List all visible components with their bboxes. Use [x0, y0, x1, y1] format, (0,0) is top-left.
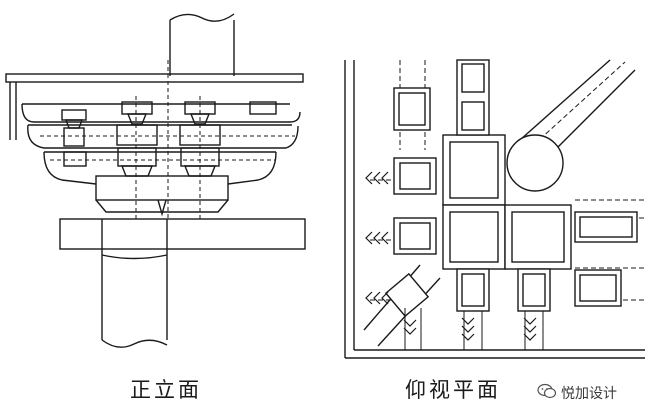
- right-brackets: [574, 211, 638, 307]
- central-blocks: [442, 134, 572, 270]
- column-circle: [506, 134, 564, 192]
- watermark-text: 悦加设计: [561, 386, 617, 402]
- left-brackets: [393, 87, 437, 255]
- top-bracket: [456, 59, 490, 136]
- bottom-brackets: [384, 268, 551, 318]
- elevation-caption: 正立面: [130, 378, 202, 402]
- plan-connectors: [404, 308, 544, 350]
- plan-frame: [344, 60, 645, 359]
- bracket-set: [21, 101, 301, 217]
- lower-column: [101, 249, 168, 348]
- plan-caption: 仰视平面: [405, 378, 501, 402]
- elevation-drawing: [5, 13, 306, 348]
- center-axes: [40, 60, 295, 220]
- upper-column: [169, 13, 235, 76]
- plan-drawing: [344, 59, 645, 359]
- watermark: 悦加设计: [537, 383, 617, 403]
- wechat-icon: [537, 383, 557, 403]
- lower-beam: [59, 218, 306, 250]
- top-beam: [5, 73, 304, 140]
